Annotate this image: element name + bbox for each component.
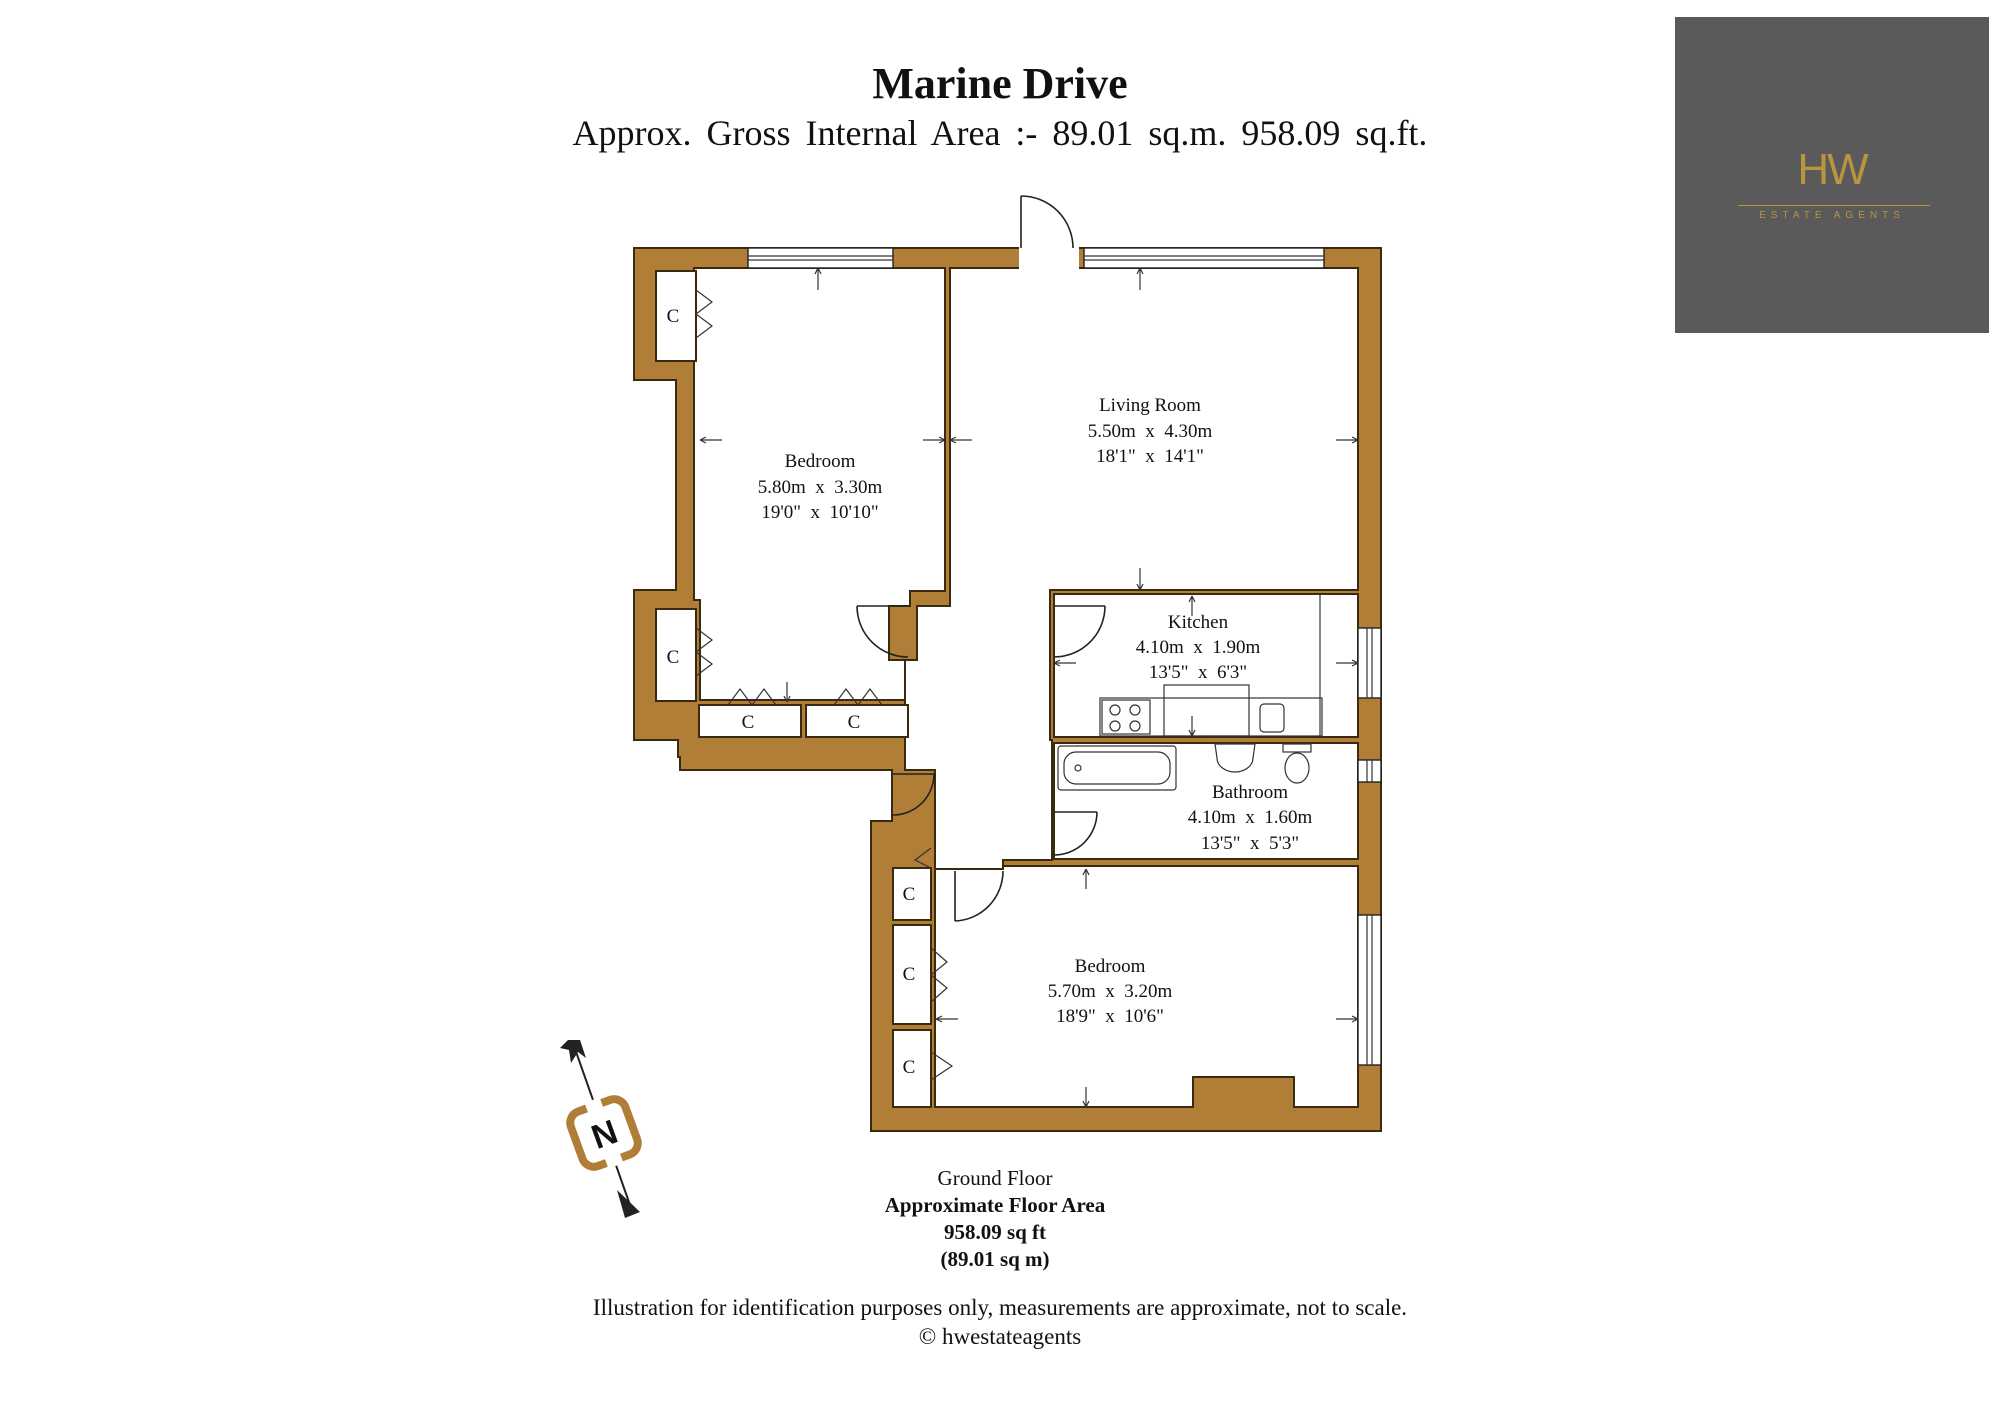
living-room-metric: 5.50m x 4.30m [1088, 421, 1213, 442]
floor-name: Ground Floor [937, 1166, 1053, 1190]
cupboard-bedroom1-top [655, 270, 697, 362]
kitchen-metric: 4.10m x 1.90m [1136, 637, 1261, 658]
cupboard-bedroom2-c [892, 1029, 932, 1108]
room-label-bedroom-2: Bedroom 5.70m x 3.20m 18'9" x 10'6" [1048, 956, 1173, 1027]
cupboard-label: C [667, 647, 680, 668]
room-label-living-room: Living Room 5.50m x 4.30m 18'1" x 14'1" [1088, 395, 1213, 467]
cupboard-label: C [742, 712, 755, 733]
bedroom-1-metric: 5.80m x 3.30m [758, 477, 883, 498]
compass-tail-icon [560, 1040, 586, 1063]
bedroom-1-imperial: 19'0" x 10'10" [761, 502, 878, 523]
kitchen-imperial: 13'5" x 6'3" [1149, 662, 1247, 683]
bathroom-imperial: 13'5" x 5'3" [1201, 833, 1299, 854]
room-label-bathroom: Bathroom 4.10m x 1.60m 13'5" x 5'3" [1188, 782, 1313, 854]
cupboard-label: C [903, 1057, 916, 1078]
door-bedroom-2 [954, 870, 1004, 922]
bathroom-name: Bathroom [1212, 782, 1288, 803]
cupboard-bedroom1-left [655, 608, 697, 702]
copyright: © hwestateagents [918, 1324, 1082, 1349]
room-label-kitchen: Kitchen 4.10m x 1.90m 13'5" x 6'3" [1136, 612, 1261, 683]
bedroom-2-metric: 5.70m x 3.20m [1048, 981, 1173, 1002]
door-kitchen [1053, 605, 1106, 658]
window-bathroom [1357, 759, 1382, 783]
bathroom-metric: 4.10m x 1.60m [1188, 807, 1313, 828]
floor-area-sqft: 958.09 sq ft [943, 1220, 1047, 1244]
floor-area-sqm: (89.01 sq m) [940, 1247, 1050, 1271]
cupboard-label: C [667, 306, 680, 327]
bedroom-1-floor [693, 267, 946, 701]
bathroom-fittings [1057, 743, 1312, 791]
kitchen-fittings [1099, 594, 1323, 737]
living-room-imperial: 18'1" x 14'1" [1096, 446, 1204, 467]
cupboard-bedroom2-b [892, 924, 932, 1025]
kitchen-name: Kitchen [1168, 612, 1229, 633]
bathroom-floor [1053, 742, 1359, 860]
logo-divider [1738, 205, 1930, 206]
disclaimer: Illustration for identification purposes… [592, 1295, 1408, 1320]
logo-monogram: HW [1797, 145, 1868, 194]
kitchen-floor [1053, 593, 1359, 738]
cupboard-label: C [903, 884, 916, 905]
window-kitchen [1357, 627, 1382, 699]
room-label-bedroom-1: Bedroom 5.80m x 3.30m 19'0" x 10'10" [758, 451, 883, 523]
brand-logo: HW ESTATE AGENTS [1675, 17, 1989, 333]
compass-arrow-icon [617, 1190, 640, 1218]
floor-area-label: Approximate Floor Area [884, 1193, 1106, 1217]
living-room-name: Living Room [1099, 395, 1201, 416]
bedroom-1-name: Bedroom [785, 451, 856, 472]
door-bedroom-1 [856, 605, 909, 658]
window-living-room [1083, 247, 1325, 269]
entrance-door [1019, 195, 1079, 273]
cupboard-bedroom2-a [892, 867, 932, 921]
logo-tagline: ESTATE AGENTS [1759, 210, 1905, 221]
bedroom-2-imperial: 18'9" x 10'6" [1056, 1006, 1164, 1027]
window-bedroom-1 [747, 247, 894, 269]
door-hall-cupboard [892, 773, 935, 816]
cupboard-label: C [903, 964, 916, 985]
cupboard-bedroom1-bottom-b [805, 704, 909, 738]
window-bedroom-2 [1357, 914, 1382, 1066]
cupboard-label: C [848, 712, 861, 733]
gross-area-subtitle: Approx. Gross Internal Area :- 89.01 sq.… [572, 113, 1428, 153]
page-title: Marine Drive [872, 59, 1128, 108]
door-bathroom [1053, 811, 1098, 856]
bedroom-2-name: Bedroom [1075, 956, 1146, 977]
cupboard-bedroom1-bottom-a [698, 704, 802, 738]
bedroom-2-floor [934, 865, 1359, 1108]
cupboard-doors [695, 289, 954, 1081]
dimension-markers [699, 267, 1359, 1108]
north-compass: N [560, 1040, 642, 1218]
